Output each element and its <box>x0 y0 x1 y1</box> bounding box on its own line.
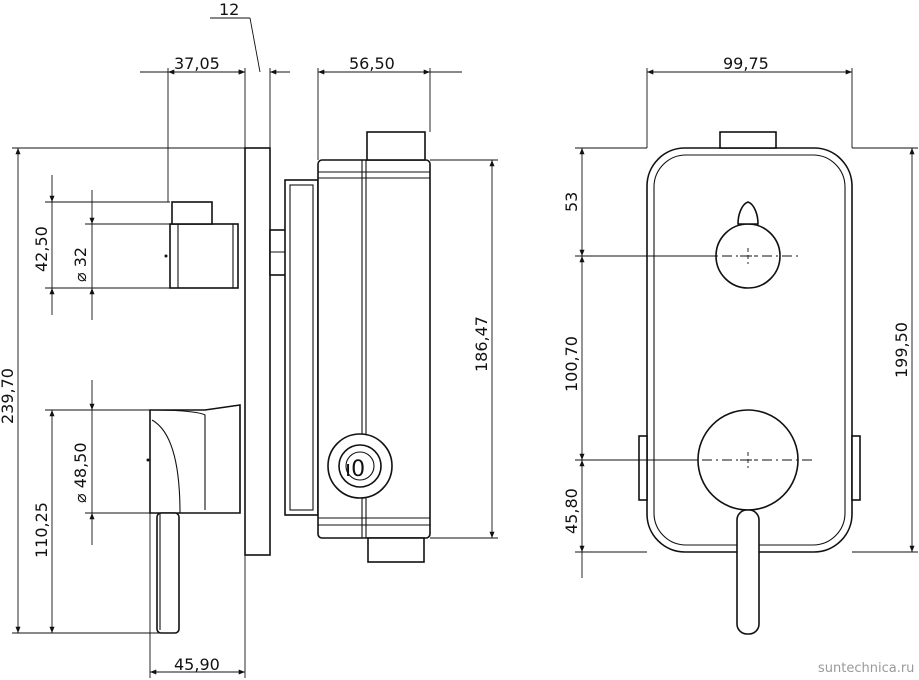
side-port <box>327 433 393 499</box>
top-outlet <box>366 131 426 161</box>
dim-front-width: 99,75 <box>723 54 769 73</box>
dim-plate-height: 199,50 <box>892 322 911 378</box>
knob-indicator <box>737 201 759 225</box>
front-view <box>638 131 861 635</box>
side-clip-right <box>851 435 861 501</box>
dim-body-height: 186,47 <box>472 316 491 372</box>
watermark: suntechnica.ru <box>818 661 914 676</box>
dim-lever-projection: 45,90 <box>174 655 220 674</box>
knob-indicator-side <box>171 201 213 225</box>
dim-handle-projection: 37,05 <box>174 54 220 73</box>
dim-total-height: 239,70 <box>0 368 17 424</box>
dim-lever-height: 110,25 <box>32 502 51 558</box>
dim-knob-diameter: ⌀ 32 <box>71 247 90 282</box>
dim-lever-from-bottom: 45,80 <box>562 488 581 534</box>
front-top-outlet <box>719 131 777 149</box>
dim-body-depth: 56,50 <box>349 54 395 73</box>
dim-lever-diameter: ⌀ 48,50 <box>71 442 90 503</box>
mixer-lever-arm <box>736 509 760 635</box>
dim-knob-from-top: 53 <box>562 192 581 212</box>
side-view: ı0 <box>146 131 431 634</box>
side-clip-left <box>638 435 648 501</box>
bottom-outlet <box>367 537 425 563</box>
svg-text:ı0: ı0 <box>345 457 365 482</box>
wall-plate <box>244 147 271 556</box>
lever-body-side <box>149 404 241 514</box>
knob-side <box>169 223 239 289</box>
dim-knob-to-lever: 100,70 <box>562 336 581 392</box>
dim-plate-thickness: 12 <box>219 0 239 19</box>
dim-knob-height: 42,50 <box>32 226 51 272</box>
dimension-lines <box>12 17 918 678</box>
